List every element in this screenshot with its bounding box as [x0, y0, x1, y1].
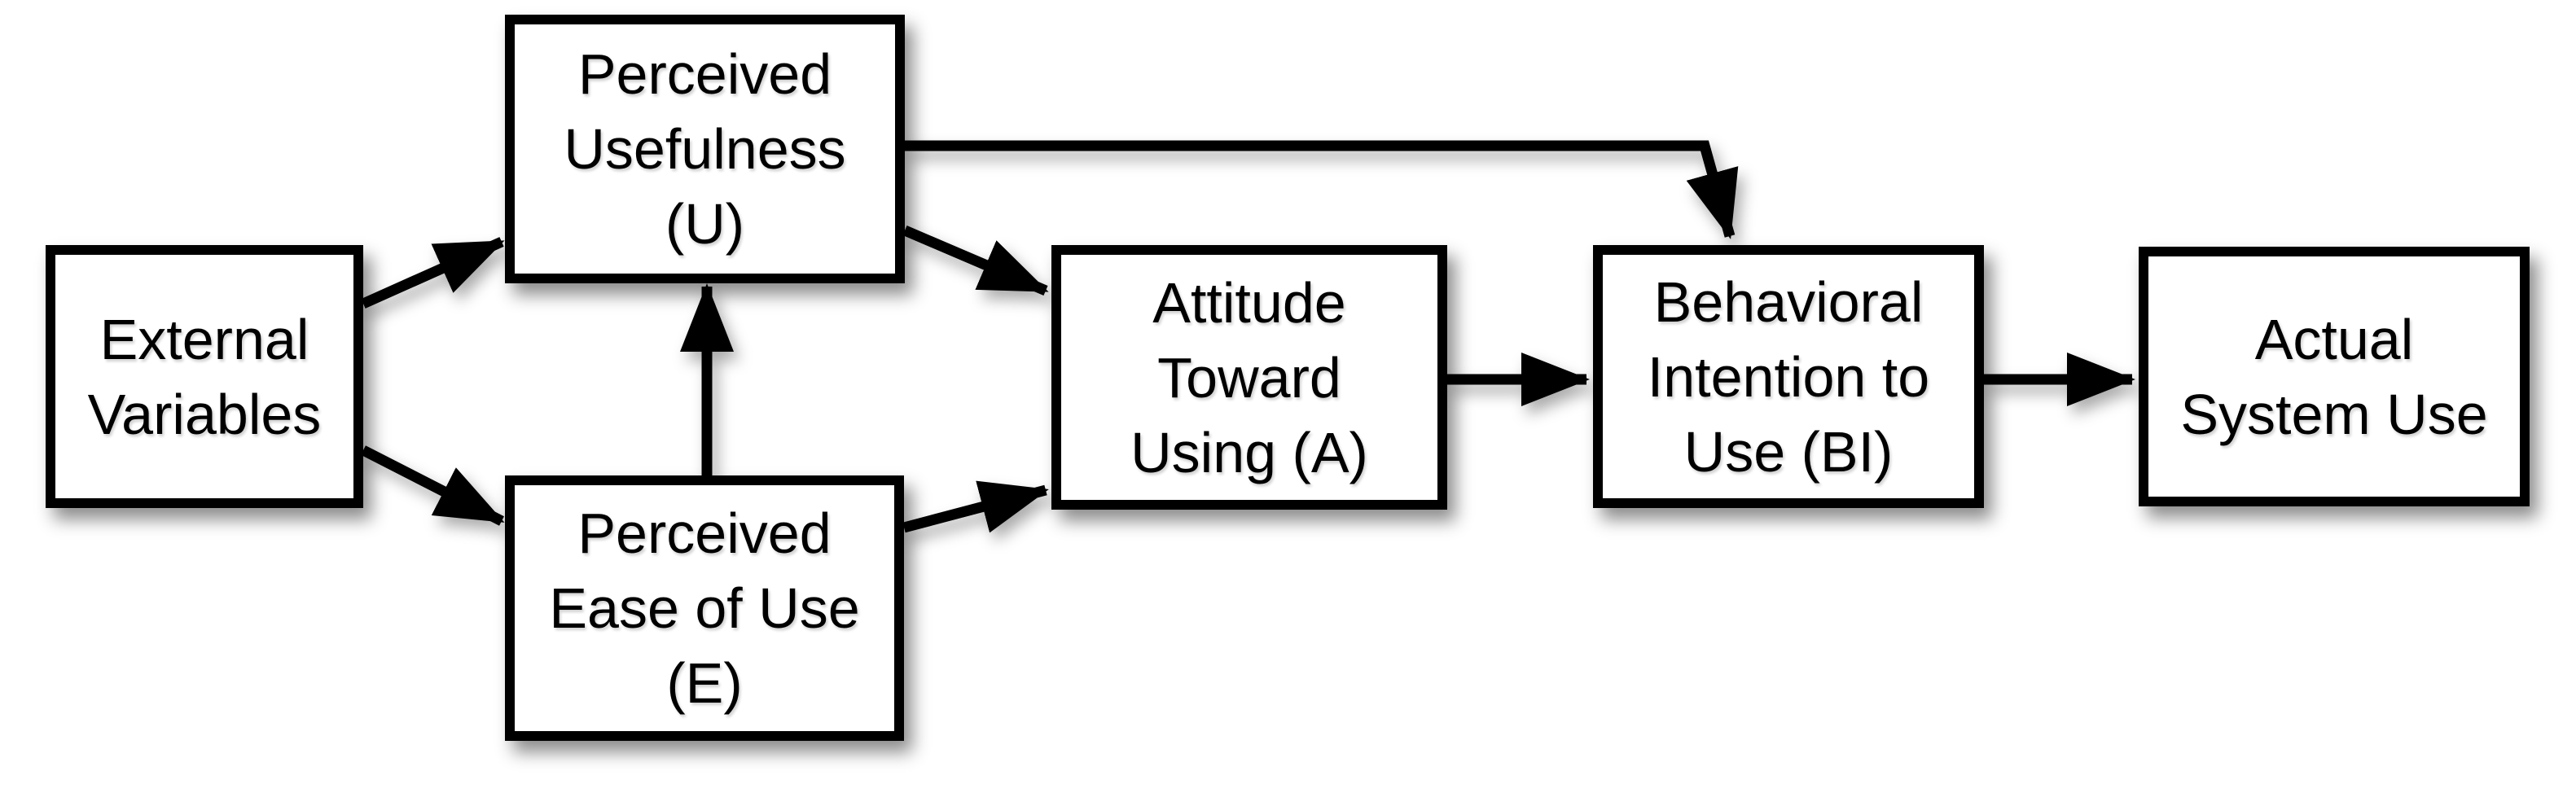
node-behavioral-intention-to-use-label: Behavioral Intention to Use (BI): [1647, 269, 1930, 484]
node-perceived-usefulness: Perceived Usefulness (U): [505, 15, 905, 283]
node-perceived-ease-of-use-label: Perceived Ease of Use (E): [549, 502, 860, 715]
node-perceived-usefulness-label: Perceived Usefulness (U): [564, 42, 846, 256]
node-actual-system-use-label: Actual System Use: [2180, 307, 2488, 446]
edge-usefulness-to-attitude: [902, 226, 1049, 296]
node-attitude-toward-using-label: Attitude Toward Using (A): [1130, 270, 1368, 484]
edge-usefulness-to-intention: [905, 140, 1739, 239]
edge-external-to-usefulness: [361, 237, 505, 309]
node-external-variables-label: External Variables: [87, 307, 322, 446]
node-perceived-ease-of-use: Perceived Ease of Use (E): [505, 475, 904, 741]
node-attitude-toward-using: Attitude Toward Using (A): [1051, 245, 1447, 510]
edge-external-to-ease: [361, 445, 505, 526]
edge-ease-to-attitude: [902, 480, 1049, 533]
node-actual-system-use: Actual System Use: [2139, 247, 2530, 506]
node-behavioral-intention-to-use: Behavioral Intention to Use (BI): [1593, 245, 1984, 508]
node-external-variables: External Variables: [46, 245, 363, 508]
